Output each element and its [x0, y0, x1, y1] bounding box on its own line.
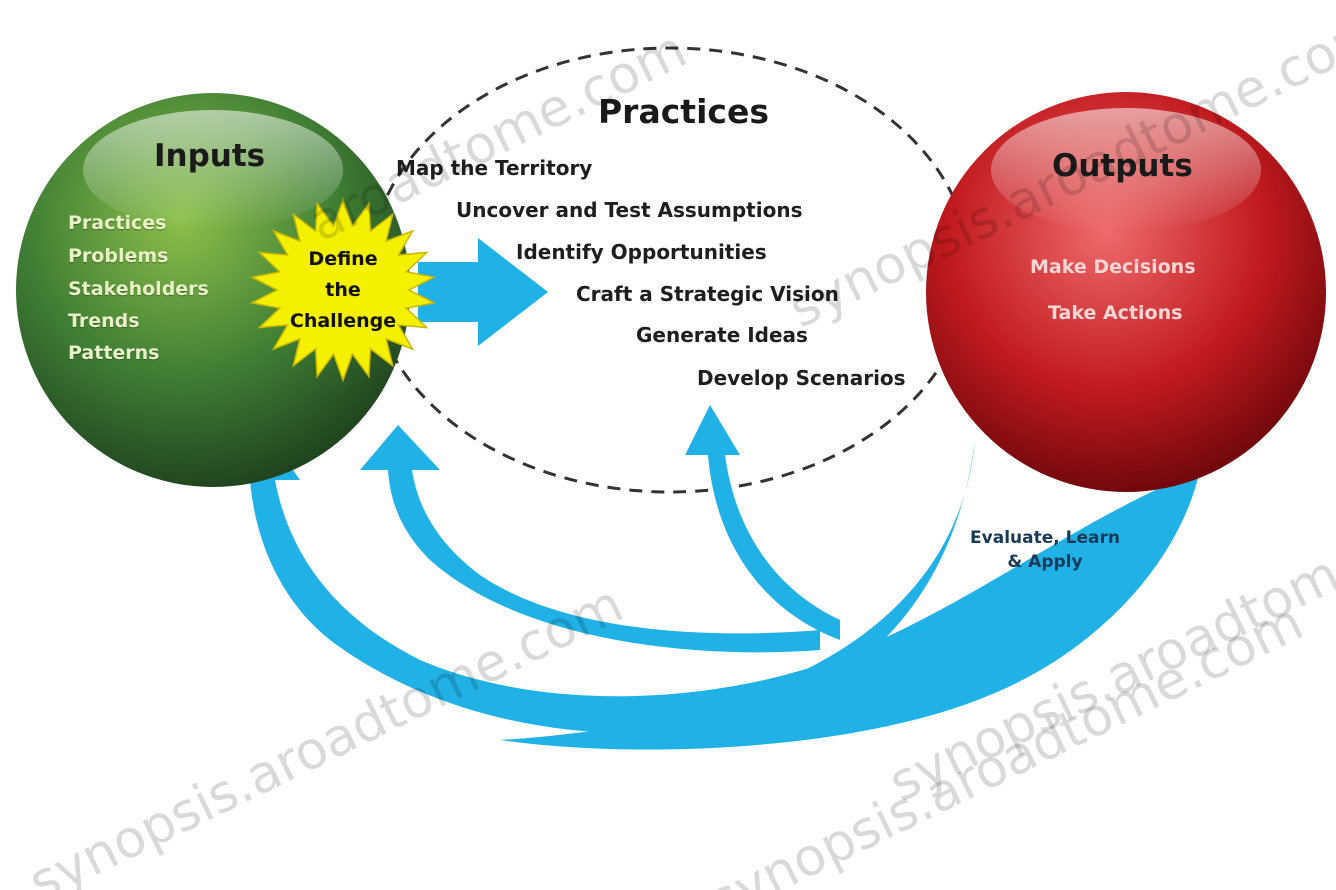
- challenge-line: Challenge: [289, 310, 397, 332]
- feedback-line: & Apply: [1007, 552, 1083, 572]
- outputs-title: Outputs: [1052, 148, 1193, 184]
- practice-item: Map the Territory: [396, 156, 593, 180]
- input-item: Stakeholders: [68, 278, 209, 300]
- feedback-arrow-to-challenge: [360, 425, 820, 653]
- challenge-line: the: [325, 279, 361, 301]
- feedback-label: Evaluate, Learn & Apply: [940, 526, 1150, 574]
- input-item: Trends: [68, 310, 140, 332]
- input-item: Problems: [68, 245, 169, 267]
- practice-item: Develop Scenarios: [697, 366, 906, 390]
- practice-item: Generate Ideas: [636, 323, 808, 347]
- practice-item: Craft a Strategic Vision: [576, 282, 839, 306]
- practice-item: Uncover and Test Assumptions: [456, 198, 803, 222]
- feedback-arrow-to-practices: [685, 405, 840, 640]
- input-item: Practices: [68, 212, 167, 234]
- forward-arrow: [418, 238, 548, 346]
- practices-title: Practices: [598, 92, 769, 131]
- challenge-starburst: [249, 197, 437, 383]
- input-item: Patterns: [68, 342, 160, 364]
- feedback-line: Evaluate, Learn: [970, 528, 1120, 548]
- outputs-shine: [991, 108, 1261, 232]
- output-item: Take Actions: [1048, 302, 1183, 324]
- output-item: Make Decisions: [1030, 256, 1196, 278]
- practice-item: Identify Opportunities: [516, 240, 767, 264]
- inputs-title: Inputs: [154, 138, 266, 174]
- challenge-line: Define: [308, 248, 378, 270]
- challenge-label: Define the Challenge: [268, 244, 418, 337]
- feedback-arrow-to-inputs: [215, 430, 1200, 750]
- inputs-shine: [83, 110, 343, 230]
